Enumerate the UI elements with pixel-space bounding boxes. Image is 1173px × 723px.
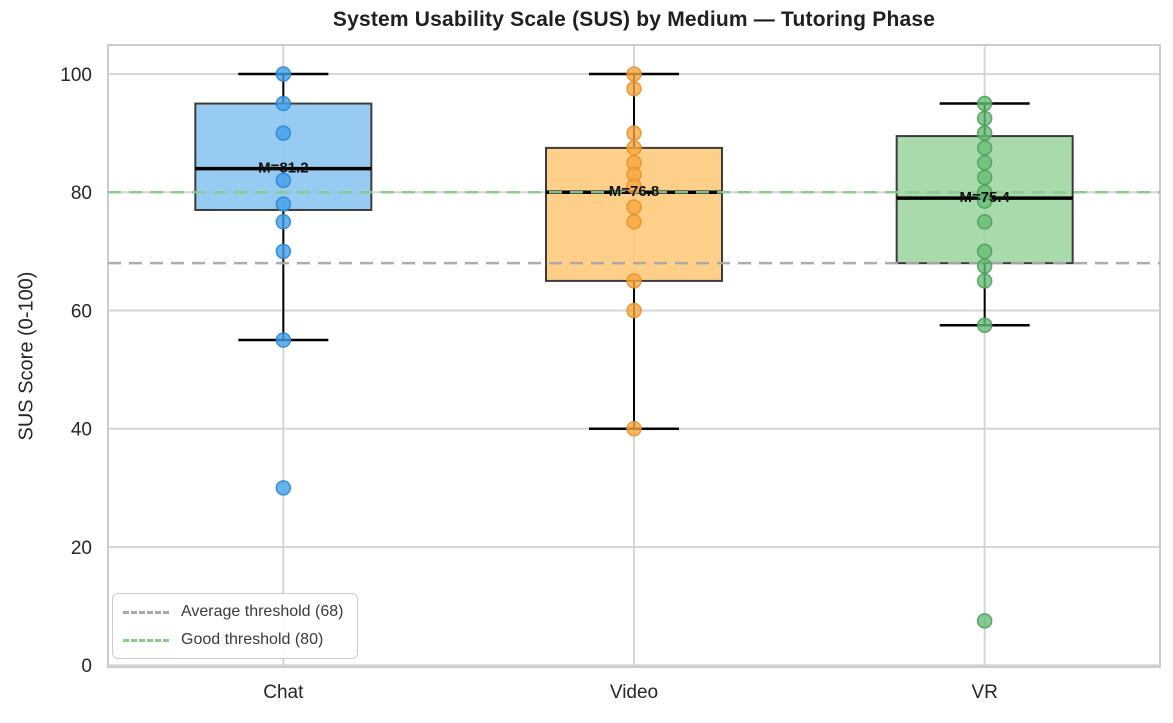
box-chat <box>194 102 373 211</box>
data-point <box>976 243 993 260</box>
data-point <box>976 125 993 141</box>
x-tick-label: Chat <box>263 682 304 703</box>
x-tick-label: Video <box>610 682 658 703</box>
data-point <box>626 125 642 141</box>
data-point <box>275 66 292 82</box>
legend-row-average: Average threshold (68) <box>123 601 343 623</box>
data-point <box>626 214 642 230</box>
data-point <box>275 125 292 141</box>
data-point <box>976 613 993 629</box>
legend: Average threshold (68) Good threshold (8… <box>112 593 359 659</box>
data-point <box>626 302 642 319</box>
data-point <box>626 199 642 215</box>
average-threshold-dash-swatch <box>123 610 169 614</box>
data-point <box>626 140 642 156</box>
y-tick-label: 20 <box>71 538 92 559</box>
data-point <box>275 332 292 348</box>
y-tick-label: 60 <box>71 301 92 322</box>
data-point <box>626 420 642 437</box>
data-point <box>976 169 993 186</box>
chart-title: System Usability Scale (SUS) by Medium —… <box>332 8 936 31</box>
data-point <box>976 110 993 127</box>
mean-label: M=81.2 <box>258 160 308 177</box>
data-point <box>626 178 642 195</box>
data-point <box>976 214 993 230</box>
data-point <box>976 154 993 171</box>
data-point <box>626 81 642 97</box>
good-threshold-dash-swatch <box>123 638 169 642</box>
data-point <box>976 273 993 289</box>
data-point <box>275 214 292 230</box>
data-point <box>626 273 642 289</box>
legend-label-good: Good threshold (80) <box>181 631 324 648</box>
plot-frame <box>107 44 1161 668</box>
y-tick-label: 100 <box>60 65 92 86</box>
x-tick-label: VR <box>971 682 997 703</box>
mean-label: M=75.4 <box>959 189 1010 206</box>
legend-row-good: Good threshold (80) <box>123 629 343 651</box>
y-tick-label: 0 <box>81 656 92 677</box>
data-point <box>626 66 642 82</box>
data-point <box>275 95 292 112</box>
data-point <box>976 193 993 209</box>
y-tick-label: 80 <box>71 183 92 204</box>
data-point <box>275 196 292 212</box>
data-point <box>976 258 993 274</box>
y-tick-label: 40 <box>71 420 92 441</box>
data-point <box>275 172 292 189</box>
legend-label-average: Average threshold (68) <box>181 603 344 620</box>
data-point <box>275 480 292 496</box>
data-point <box>976 317 993 334</box>
data-point <box>275 243 292 260</box>
data-point <box>976 140 993 156</box>
data-point <box>976 95 993 112</box>
mean-label: M=76.8 <box>609 183 659 200</box>
